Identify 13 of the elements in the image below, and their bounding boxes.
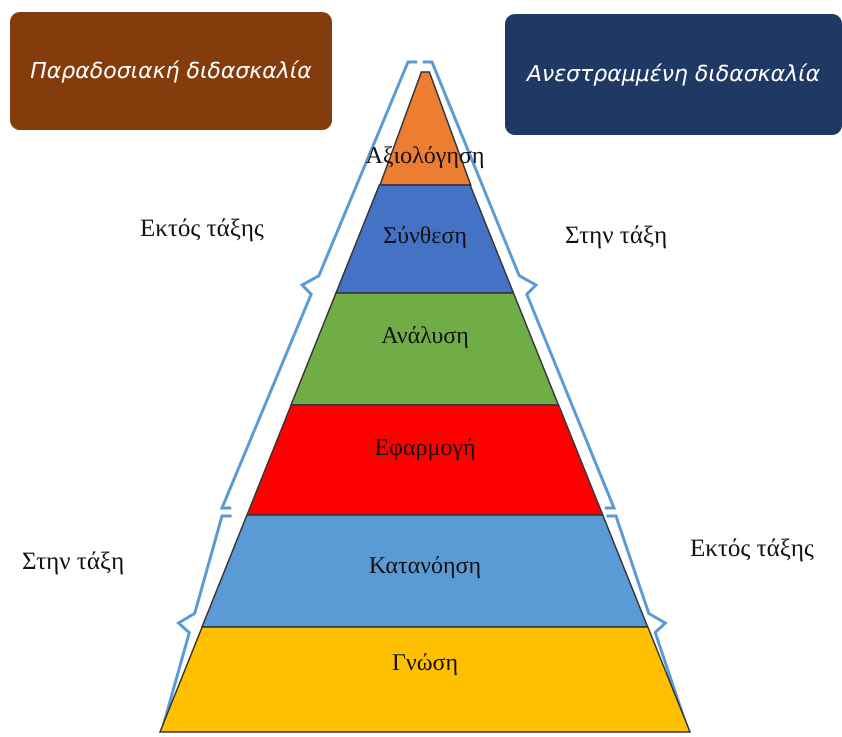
bracket-label: Στην τάξη <box>22 548 124 576</box>
bracket-label: Στην τάξη <box>565 222 668 250</box>
layer-label: Γνώση <box>392 650 458 677</box>
header-text: Παραδοσιακή διδασκαλία <box>30 58 312 84</box>
header-text: Ανεστραμμένη διδασκαλία <box>526 62 820 87</box>
bracket-label: Εκτός τάξης <box>690 535 814 563</box>
header-box <box>10 12 332 130</box>
layer-label: Εφαρμογή <box>374 435 476 462</box>
layer-label: Ανάλυση <box>381 323 469 350</box>
layer-label: Κατανόηση <box>368 553 482 580</box>
bracket-label: Εκτός τάξης <box>140 215 264 243</box>
layer-label: Σύνθεση <box>383 223 467 250</box>
header-box <box>505 14 842 135</box>
